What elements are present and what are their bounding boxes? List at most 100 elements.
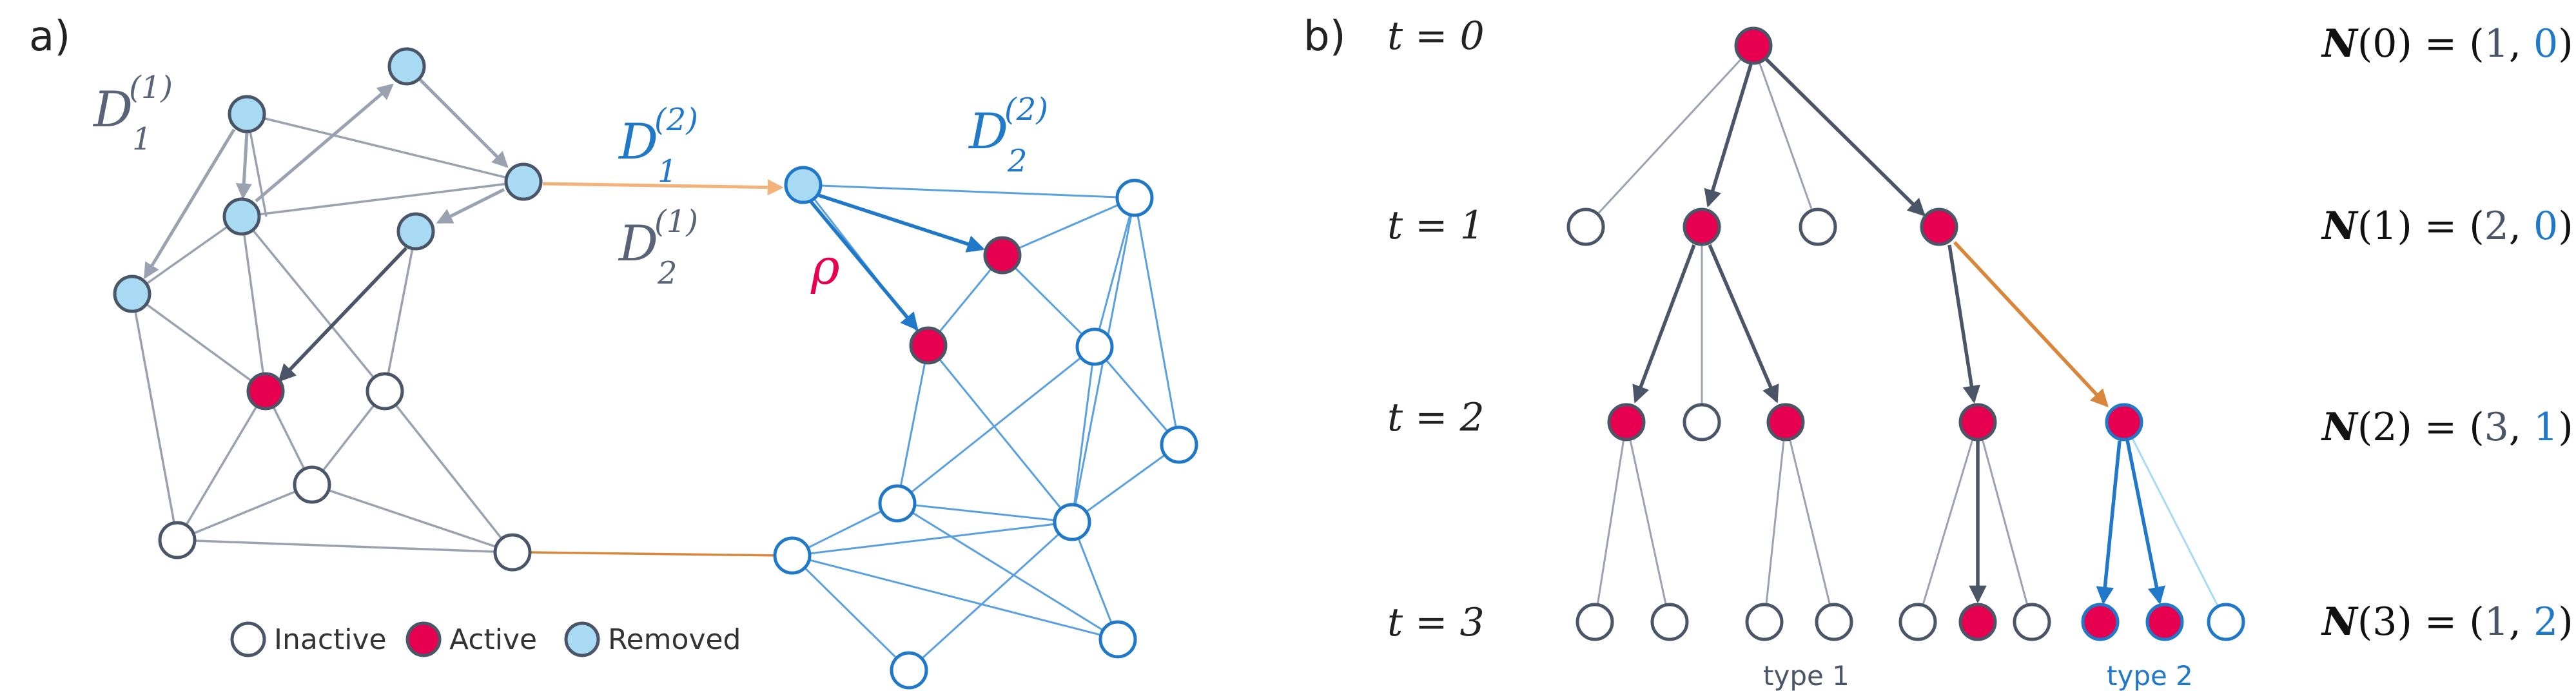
arrow-infection-left	[278, 247, 407, 382]
tree-node-inactive	[1566, 208, 1605, 246]
tree-node-inactive	[1745, 603, 1784, 641]
node-inactive	[293, 465, 331, 504]
node-inactive	[366, 372, 404, 411]
tree-node-inactive	[1683, 403, 1721, 441]
node-inactive	[878, 484, 917, 523]
tree-arrow	[1708, 244, 1779, 403]
legend: Inactive Active Removed	[230, 621, 741, 657]
node-removed	[396, 212, 435, 251]
svg-text:D: D	[618, 215, 658, 272]
label-d21: D 2 (1)	[618, 204, 698, 291]
tree-node-active	[1607, 403, 1646, 441]
network-2-edges	[791, 184, 1180, 672]
tree-node-inactive	[1799, 208, 1837, 246]
tree-node-active	[1920, 208, 1958, 246]
tree-arrow-cross	[1953, 241, 2109, 408]
tree-node-inactive	[2013, 603, 2051, 641]
tree-node-active	[1766, 403, 1805, 441]
node-removed	[113, 275, 151, 313]
label-d11: D 1 (1)	[92, 70, 173, 157]
tree-arrow	[1765, 58, 1926, 217]
type2-label: type 2	[2107, 660, 2193, 692]
panel-b: b) t = 0 t = 1 t = 2 t = 3	[1303, 13, 2573, 692]
tree-arrows	[1632, 58, 1987, 604]
panel-a: a)	[29, 13, 1198, 690]
n-label-row2: N(2) = (3, 1)	[2321, 405, 2573, 450]
legend-removed-label: Removed	[608, 623, 741, 656]
panel-b-label: b)	[1303, 13, 1346, 61]
svg-text:N(2) = (3, 1): N(2) = (3, 1)	[2321, 405, 2573, 450]
tree-node-active	[1683, 208, 1721, 246]
arrow-d11	[405, 65, 509, 168]
tree-arrow-type2	[2125, 440, 2165, 605]
node-removed	[784, 166, 823, 204]
arrow-d11	[436, 188, 505, 224]
svg-text:(1): (1)	[654, 204, 698, 240]
svg-text:1: 1	[658, 153, 678, 189]
tree-node-active	[2145, 603, 2184, 641]
legend-active-icon	[405, 621, 442, 657]
network-1-nodes	[113, 47, 543, 572]
arrow-d11	[255, 83, 394, 202]
tree-node-inactive	[1576, 603, 1614, 641]
node-inactive	[773, 536, 812, 575]
node-removed	[228, 95, 266, 133]
node-inactive	[890, 651, 928, 690]
svg-text:N(1) = (2, 0): N(1) = (2, 0)	[2321, 204, 2573, 249]
svg-text:2: 2	[1007, 143, 1028, 179]
time-label: t = 0	[1387, 14, 1485, 59]
svg-text:(1): (1)	[129, 70, 173, 106]
node-inactive	[1075, 327, 1114, 366]
tree-arrow	[1704, 64, 1753, 208]
tree-arrow	[1632, 244, 1696, 403]
tree-arrow	[1947, 244, 1980, 404]
label-d22: D 2 (2)	[968, 92, 1048, 179]
tree-node-active	[2105, 403, 2143, 441]
svg-text:1: 1	[132, 121, 152, 157]
n-label-row3: N(3) = (1, 2)	[2321, 599, 2573, 645]
tree-arrow-type2	[2096, 440, 2122, 605]
svg-text:N(3) = (1, 2): N(3) = (1, 2)	[2321, 599, 2573, 645]
svg-text:D: D	[968, 102, 1008, 160]
n-label-row1: N(1) = (2, 0)	[2321, 204, 2573, 249]
inter-link-top	[542, 179, 784, 196]
label-rho: ρ	[810, 238, 840, 295]
arrow-infection-right	[809, 200, 919, 331]
node-inactive	[493, 533, 532, 572]
n-label-row0: N(0) = (1, 0)	[2321, 21, 2573, 66]
node-inactive	[1115, 179, 1154, 217]
time-label: t = 3	[1387, 600, 1485, 645]
node-inactive	[1098, 620, 1137, 659]
time-label: t = 2	[1387, 395, 1485, 440]
node-removed	[504, 162, 543, 201]
tree-node-inactive	[1898, 603, 1937, 641]
svg-text:2: 2	[657, 255, 678, 291]
legend-inactive-icon	[230, 621, 266, 657]
tree-node-active	[1958, 603, 1997, 641]
svg-text:D: D	[92, 81, 133, 138]
arrow-d11	[143, 128, 236, 280]
type1-label: type 1	[1763, 660, 1849, 692]
arrow-infection-right	[818, 193, 985, 253]
node-removed	[387, 47, 426, 86]
inter-link-bottom	[531, 551, 785, 557]
svg-text:(2): (2)	[654, 102, 698, 138]
tree-node-active	[2081, 603, 2120, 641]
tree-node-active	[1734, 26, 1773, 65]
legend-inactive-label: Inactive	[274, 623, 387, 656]
label-d12: D 1 (2)	[618, 102, 698, 189]
node-removed	[222, 197, 261, 236]
svg-text:N(0) = (1, 0): N(0) = (1, 0)	[2321, 21, 2573, 66]
svg-text:D: D	[618, 113, 658, 170]
tree-node-inactive	[1650, 603, 1689, 641]
time-label: t = 1	[1387, 203, 1485, 248]
node-inactive	[1160, 425, 1198, 464]
node-active	[246, 372, 285, 411]
node-active	[983, 236, 1022, 275]
arrow-d11	[235, 131, 252, 200]
tree-nodes	[1566, 26, 2245, 641]
node-active	[909, 326, 948, 365]
network-2-nodes	[773, 166, 1198, 690]
node-inactive	[158, 521, 197, 559]
